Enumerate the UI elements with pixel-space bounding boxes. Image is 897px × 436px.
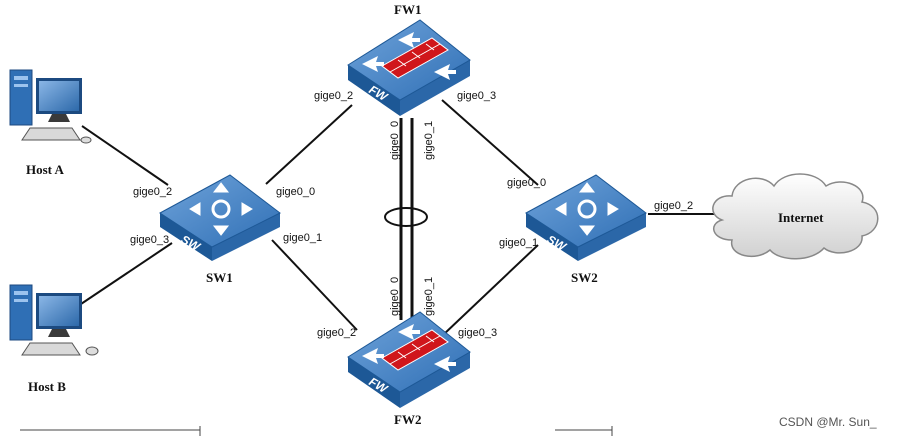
firewall-arrows-icon — [362, 324, 456, 372]
switch-side-icon — [160, 213, 212, 261]
host-a[interactable] — [9, 69, 92, 144]
port-fw1-fw2-b: gige0_1 — [423, 121, 435, 160]
port-fw1-sw1: gige0_2 — [314, 90, 353, 102]
port-fw1-sw2: gige0_3 — [457, 90, 496, 102]
firewall-side-icon — [348, 65, 400, 116]
firewall-brick-icon — [381, 37, 449, 79]
links — [77, 99, 718, 336]
port-labels: gige0_2 gige0_3 gige0_0 gige0_1 gige0_2 … — [130, 90, 693, 339]
port-sw2-internet: gige0_2 — [654, 200, 693, 212]
link-hostb-sw1 — [77, 242, 173, 307]
fw2-firewall[interactable]: FW — [347, 311, 471, 408]
watermark: CSDN @Mr. Sun_ — [779, 415, 877, 429]
port-sw1-hostb: gige0_3 — [130, 234, 169, 246]
link-fw1-sw2 — [441, 99, 539, 186]
link-sw1-fw1 — [265, 104, 353, 185]
firewall-brick-icon — [381, 329, 449, 371]
host-b-label: Host B — [28, 379, 66, 394]
fw1-firewall[interactable]: FW — [347, 19, 471, 116]
port-fw2-fw1-a: gige0_0 — [389, 277, 401, 316]
port-fw2-sw1: gige0_2 — [317, 327, 356, 339]
link-aggregation-ellipse — [384, 207, 428, 227]
cloud-icon — [712, 173, 879, 260]
port-sw1-hosta: gige0_2 — [133, 186, 172, 198]
port-sw1-fw1: gige0_0 — [276, 186, 315, 198]
firewall-arrows-icon — [362, 32, 456, 80]
sw2-switch[interactable]: SW — [525, 174, 647, 261]
host-a-label: Host A — [26, 162, 65, 177]
sw1-switch[interactable]: SW — [159, 174, 281, 261]
switch-arrows-icon — [189, 182, 253, 236]
internet-label: Internet — [778, 210, 824, 225]
link-fw2-sw2 — [442, 244, 539, 336]
computer-icon — [9, 284, 99, 356]
sw1-label: SW1 — [206, 270, 233, 285]
port-sw1-fw2: gige0_1 — [283, 232, 322, 244]
link-hosta-sw1 — [81, 125, 169, 186]
port-fw2-sw2: gige0_3 — [458, 327, 497, 339]
switch-arrows-icon — [555, 182, 619, 236]
firewall-side-icon — [348, 357, 400, 408]
port-sw2-fw1: gige0_0 — [507, 177, 546, 189]
fw1-label: FW1 — [394, 2, 421, 17]
port-sw2-fw2: gige0_1 — [499, 237, 538, 249]
internet-cloud[interactable]: Internet — [712, 173, 879, 260]
computer-icon — [9, 69, 92, 144]
bottom-edge-lines — [20, 426, 613, 436]
link-sw1-fw2 — [271, 239, 358, 331]
switch-side-icon — [526, 213, 578, 261]
sw2-label: SW2 — [571, 270, 598, 285]
port-fw1-fw2-a: gige0_0 — [389, 121, 401, 160]
host-b[interactable] — [9, 284, 99, 356]
port-fw2-fw1-b: gige0_1 — [423, 277, 435, 316]
switch-top-icon — [525, 174, 647, 248]
fw2-label: FW2 — [394, 412, 421, 427]
switch-top-icon — [159, 174, 281, 248]
